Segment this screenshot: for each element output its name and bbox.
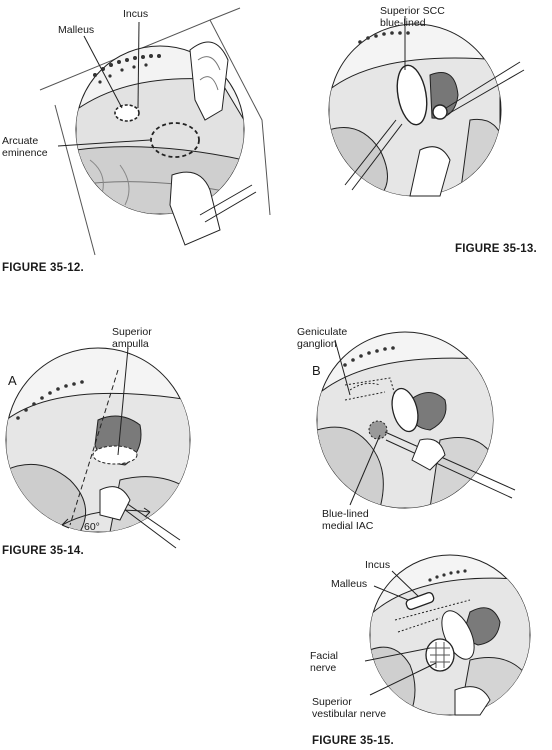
label-blue-lined-iac-line1: Blue-lined (322, 508, 369, 520)
caption-figure-35-13: FIGURE 35-13. (455, 243, 537, 255)
figure-35-14b-drawing (316, 331, 516, 509)
label-arcuate-eminence-line2: eminence (2, 147, 48, 159)
caption-figure-35-15: FIGURE 35-15. (312, 735, 394, 747)
label-superior-scc-line2: blue-lined (380, 17, 426, 29)
label-angle-60: 60° (84, 521, 100, 533)
label-arcuate-eminence-line1: Arcuate (2, 135, 39, 147)
label-superior-vestibular-nerve-line1: Superior (312, 696, 352, 708)
label-facial-nerve-line2: nerve (310, 662, 337, 674)
label-blue-lined-iac-line2: medial IAC (322, 520, 374, 532)
caption-figure-35-12: FIGURE 35-12. (2, 262, 84, 274)
panel-letter-b: B (312, 363, 321, 378)
label-geniculate-ganglion-line2: ganglion (297, 338, 337, 350)
caption-figure-35-14: FIGURE 35-14. (2, 545, 84, 557)
label-malleus: Malleus (58, 24, 95, 36)
figure-35-14-drawing (5, 347, 191, 549)
label-incus-35-15: Incus (365, 559, 391, 571)
figure-35-12-drawing (39, 7, 271, 256)
figure-35-15-drawing (364, 554, 531, 716)
label-superior-scc-line1: Superior SCC (380, 5, 445, 17)
label-superior-ampulla-line2: ampulla (112, 338, 149, 350)
figure-35-13-drawing (328, 16, 525, 197)
label-incus: Incus (123, 8, 149, 20)
label-malleus-35-15: Malleus (331, 578, 368, 590)
label-facial-nerve-line1: Facial (310, 650, 339, 662)
label-superior-ampulla-line1: Superior (112, 326, 152, 338)
label-geniculate-ganglion-line1: Geniculate (297, 326, 348, 338)
panel-letter-a: A (8, 373, 17, 388)
label-superior-vestibular-nerve-line2: vestibular nerve (312, 708, 387, 720)
